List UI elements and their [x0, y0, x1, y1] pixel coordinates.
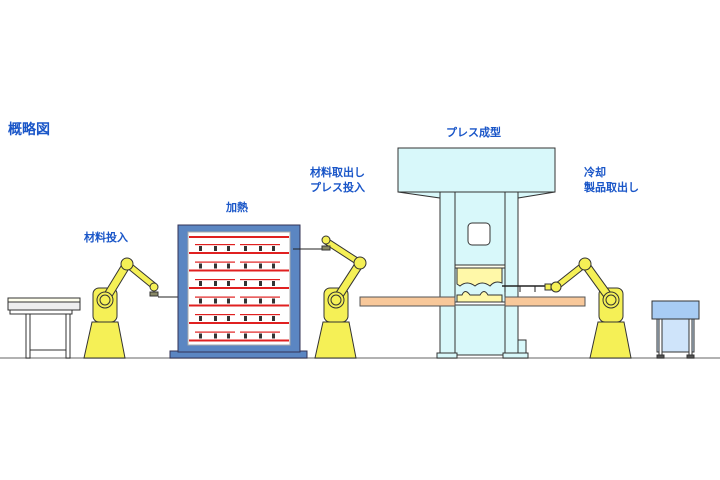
- workpiece: [199, 281, 202, 286]
- workpiece: [272, 333, 275, 339]
- heater-bar: [189, 287, 289, 289]
- tray: [240, 331, 280, 333]
- workpiece: [244, 246, 247, 251]
- robot-material-input: [83, 257, 190, 359]
- material-strip: [359, 296, 586, 307]
- workpiece: [227, 316, 230, 321]
- heater-bar: [189, 304, 289, 307]
- label-line: プレス投入: [310, 181, 365, 194]
- workpiece: [272, 298, 275, 304]
- workpiece: [244, 281, 247, 286]
- workpiece: [199, 333, 202, 339]
- workpiece: [272, 281, 275, 286]
- tray: [240, 261, 280, 263]
- tray: [240, 296, 280, 298]
- workpiece: [227, 333, 230, 339]
- workpiece: [199, 298, 202, 304]
- tray: [240, 279, 280, 281]
- workpiece: [227, 298, 230, 304]
- workpiece: [199, 246, 202, 251]
- workpiece: [227, 263, 230, 269]
- label-press-forming: プレス成型: [446, 126, 501, 139]
- tray: [195, 331, 235, 333]
- tray: [195, 279, 235, 281]
- heater-bar: [189, 269, 289, 272]
- tray: [195, 314, 235, 316]
- tray: [195, 261, 235, 263]
- workpiece: [244, 263, 247, 269]
- workpiece: [244, 316, 247, 321]
- label-material-input: 材料投入: [84, 231, 128, 244]
- workpiece: [214, 246, 217, 251]
- tray: [240, 244, 280, 246]
- workpiece: [259, 281, 262, 286]
- heater-bar: [189, 236, 289, 238]
- heater-bar: [189, 252, 289, 254]
- tray: [240, 314, 280, 316]
- workpiece: [227, 281, 230, 286]
- workpiece: [244, 333, 247, 339]
- tray: [195, 244, 235, 246]
- workpiece: [272, 263, 275, 269]
- robot-material-takeout: [293, 235, 367, 359]
- robot-product-takeout: [502, 257, 632, 359]
- workpiece: [199, 316, 202, 321]
- label-heating: 加熱: [226, 201, 248, 214]
- workpiece: [272, 316, 275, 321]
- workpiece: [272, 246, 275, 251]
- input-conveyor: [7, 297, 81, 359]
- furnace-shelves: [189, 236, 289, 342]
- workpiece: [214, 298, 217, 304]
- diagram-title: 概略図: [8, 122, 50, 138]
- heater-bar: [189, 339, 289, 342]
- workpiece: [259, 333, 262, 339]
- label-cooling: 冷却 製品取出し: [584, 165, 639, 195]
- workpiece: [227, 246, 230, 251]
- workpiece: [214, 333, 217, 339]
- workpiece: [259, 298, 262, 304]
- workpiece: [214, 281, 217, 286]
- tray: [195, 296, 235, 298]
- workpiece: [244, 298, 247, 304]
- label-line: 製品取出し: [584, 181, 639, 194]
- heater-bar: [189, 322, 289, 324]
- label-line: 冷却: [584, 166, 606, 179]
- press-machine: [397, 147, 556, 359]
- workpiece: [259, 246, 262, 251]
- label-material-takeout: 材料取出し プレス投入: [310, 165, 365, 195]
- label-line: 材料取出し: [310, 166, 365, 179]
- workpiece: [199, 263, 202, 269]
- workpiece: [259, 316, 262, 321]
- workpiece: [214, 263, 217, 269]
- product-table: [651, 300, 700, 359]
- heating-furnace: [169, 224, 308, 359]
- workpiece: [259, 263, 262, 269]
- workpiece: [214, 316, 217, 321]
